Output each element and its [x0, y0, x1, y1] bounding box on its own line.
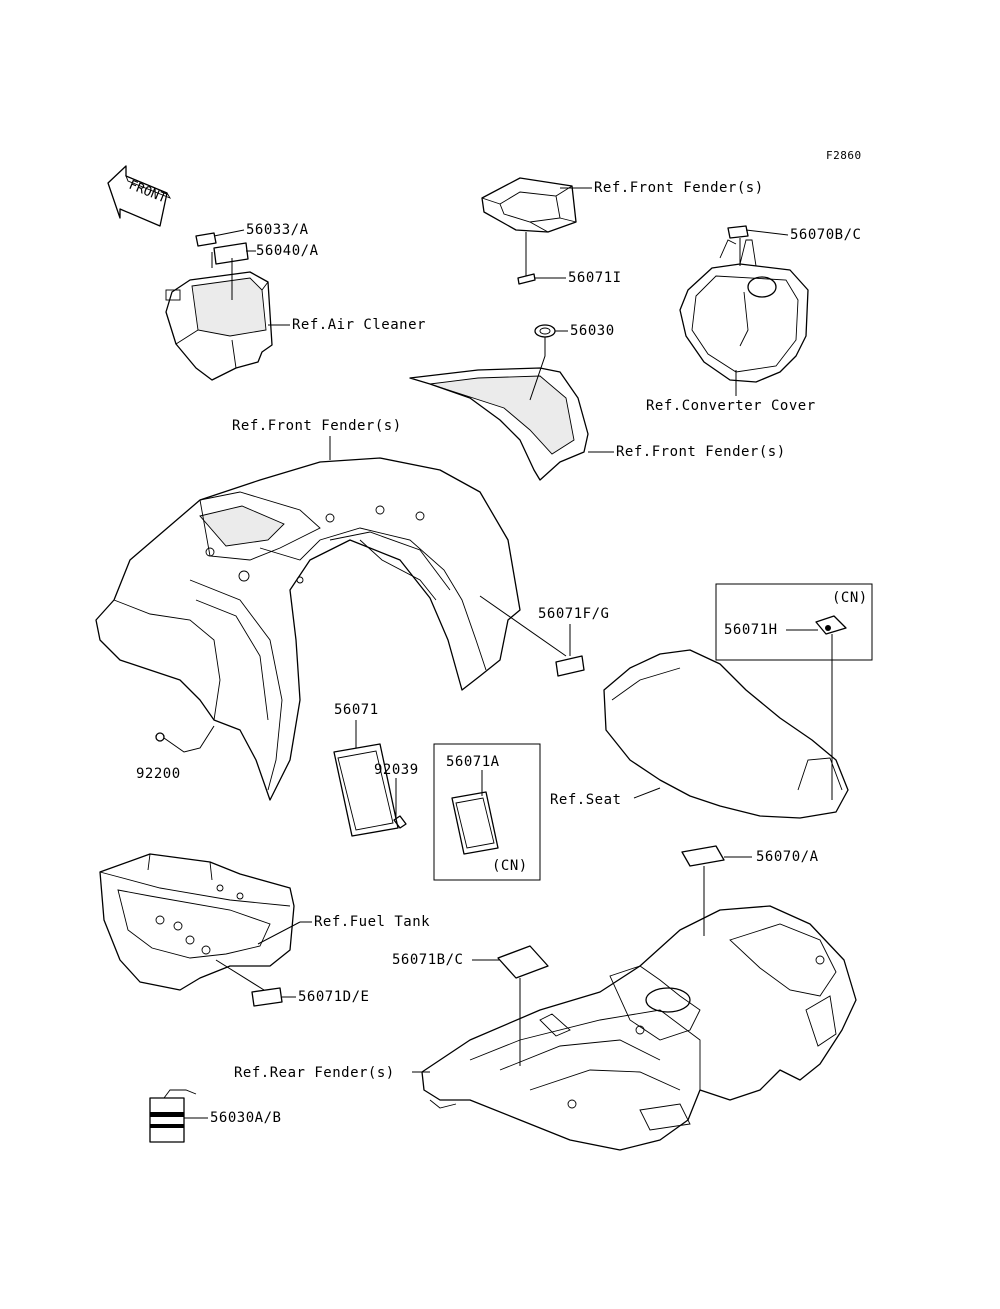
part-number-56070a[interactable]: 56070/A — [756, 849, 819, 865]
cn-variant-box-56071h — [715, 583, 873, 661]
ref-air-cleaner: Ref.Air Cleaner — [292, 317, 426, 333]
part-number-56071h[interactable]: 56071H — [724, 622, 778, 638]
part-number-56071a[interactable]: 56071A — [446, 754, 500, 770]
front-arrow-text: FRONT — [127, 178, 169, 207]
ref-fuel-tank: Ref.Fuel Tank — [314, 914, 431, 930]
front-fender-main — [95, 457, 521, 801]
cn-note-56071a: (CN) — [492, 858, 528, 874]
front-fender-top-piece — [481, 177, 577, 233]
label-56071bc-sticker — [497, 945, 549, 979]
part-number-56040a[interactable]: 56040/A — [256, 243, 319, 259]
ref-seat: Ref.Seat — [550, 792, 622, 808]
tag-56030ab — [149, 1089, 197, 1143]
part-number-56070bc[interactable]: 56070B/C — [790, 227, 862, 243]
part-number-56030[interactable]: 56030 — [570, 323, 615, 339]
label-56070bc-sticker — [727, 225, 749, 239]
part-number-56071fg[interactable]: 56071F/G — [538, 606, 610, 622]
leader-lines — [163, 187, 833, 1119]
ref-rear-fender: Ref.Rear Fender(s) — [234, 1065, 395, 1081]
ref-converter-cover: Ref.Converter Cover — [646, 398, 816, 414]
clip-92039 — [393, 815, 407, 829]
part-number-56071bc[interactable]: 56071B/C — [392, 952, 464, 968]
label-56071-sticker — [333, 743, 399, 837]
label-56071i-sticker — [517, 273, 536, 285]
label-56070a-sticker — [681, 845, 725, 867]
ref-front-fender-main: Ref.Front Fender(s) — [232, 418, 402, 434]
rivet-92200 — [155, 732, 165, 742]
cn-note-56071h: (CN) — [832, 590, 868, 606]
fuel-tank — [99, 853, 295, 991]
part-number-92200[interactable]: 92200 — [136, 766, 181, 782]
part-number-56071i[interactable]: 56071I — [568, 270, 622, 286]
front-arrow-icon: FRONT — [107, 165, 172, 227]
part-number-56071[interactable]: 56071 — [334, 702, 379, 718]
ref-front-fender-top: Ref.Front Fender(s) — [594, 180, 764, 196]
part-number-56030ab[interactable]: 56030A/B — [210, 1110, 282, 1126]
front-fender-inner-panel — [409, 367, 589, 481]
part-number-56033a[interactable]: 56033/A — [246, 222, 309, 238]
label-56040a-sticker — [213, 242, 249, 265]
label-56033a-sticker — [195, 232, 217, 247]
ref-front-fender-mid: Ref.Front Fender(s) — [616, 444, 786, 460]
rear-fender — [421, 905, 857, 1151]
label-56071h-sticker — [815, 615, 847, 635]
label-56071a-sticker — [451, 791, 499, 855]
label-56071fg-sticker — [555, 655, 585, 677]
figure-code: F2860 — [826, 149, 862, 162]
part-number-56071de[interactable]: 56071D/E — [298, 989, 370, 1005]
converter-cover — [679, 239, 809, 383]
seat — [603, 649, 849, 819]
cn-variant-box — [433, 743, 541, 881]
washer-56030 — [534, 324, 556, 338]
air-cleaner-cover — [165, 271, 273, 381]
label-56071de-sticker — [251, 987, 283, 1007]
part-number-92039[interactable]: 92039 — [374, 762, 419, 778]
